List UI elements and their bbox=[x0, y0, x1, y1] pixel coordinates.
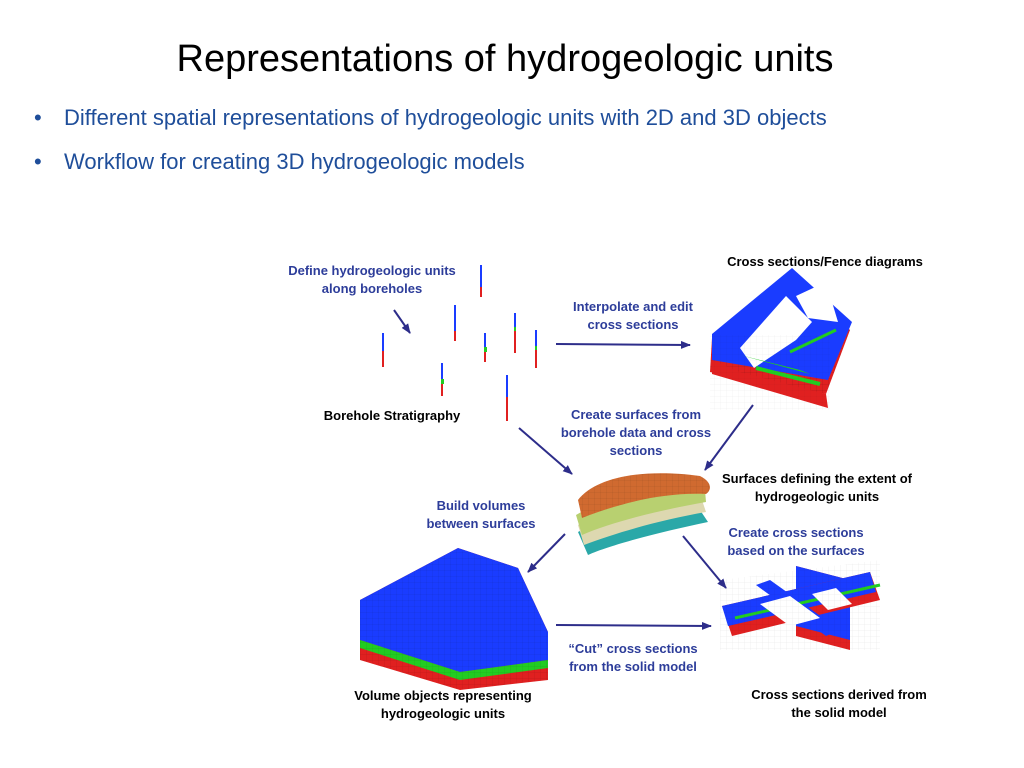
surfaces-extent-label: Surfaces defining the extent of hydrogeo… bbox=[722, 471, 912, 504]
arrow bbox=[527, 533, 566, 573]
arrow bbox=[518, 427, 573, 475]
arrow bbox=[393, 309, 411, 334]
build-volumes-label: Build volumes between surfaces bbox=[426, 498, 536, 531]
borehole bbox=[382, 333, 384, 367]
cross-sections-derived-label: Cross sections derived from the solid mo… bbox=[751, 687, 927, 720]
arrow bbox=[555, 340, 691, 349]
borehole bbox=[514, 313, 516, 353]
arrow bbox=[682, 535, 727, 589]
slide-title: Representations of hydrogeologic units bbox=[176, 38, 834, 80]
bullet-text: Workflow for creating 3D hydrogeologic m… bbox=[64, 149, 525, 174]
interpolate-edit-label: Interpolate and edit cross sections bbox=[573, 299, 693, 332]
cut-cross-sections-label: “Cut” cross sections from the solid mode… bbox=[568, 641, 698, 674]
volume-model-graphic bbox=[360, 548, 548, 690]
derived-cross-sections-graphic bbox=[720, 560, 881, 650]
arrow bbox=[704, 404, 754, 471]
cross-sections-fence-label: Cross sections/Fence diagrams bbox=[727, 254, 923, 269]
create-surfaces-label: Create surfaces from borehole data and c… bbox=[560, 407, 712, 458]
bullet-text: Different spatial representations of hyd… bbox=[64, 105, 827, 130]
volume-objects-label: Volume objects representing hydrogeologi… bbox=[354, 688, 532, 721]
borehole bbox=[480, 265, 482, 297]
bullet-item: • Different spatial representations of hy… bbox=[34, 104, 934, 131]
bullet-list: • Different spatial representations of hy… bbox=[34, 104, 934, 192]
bullet-item: • Workflow for creating 3D hydrogeologic … bbox=[34, 148, 934, 175]
borehole bbox=[484, 333, 487, 362]
borehole bbox=[454, 305, 456, 341]
borehole bbox=[535, 330, 537, 368]
bullet-dot: • bbox=[34, 105, 42, 130]
bullet-dot: • bbox=[34, 149, 42, 174]
borehole bbox=[441, 363, 444, 396]
fence-diagram-graphic bbox=[710, 268, 852, 410]
borehole bbox=[506, 375, 508, 421]
borehole-stratigraphy-label: Borehole Stratigraphy bbox=[323, 408, 461, 423]
create-cross-sections-label: Create cross sections based on the surfa… bbox=[727, 525, 865, 558]
surfaces-graphic bbox=[576, 473, 710, 555]
boreholes-graphic bbox=[382, 265, 537, 421]
define-units-label: Define hydrogeologic units along borehol… bbox=[288, 263, 456, 296]
arrow bbox=[555, 621, 712, 630]
